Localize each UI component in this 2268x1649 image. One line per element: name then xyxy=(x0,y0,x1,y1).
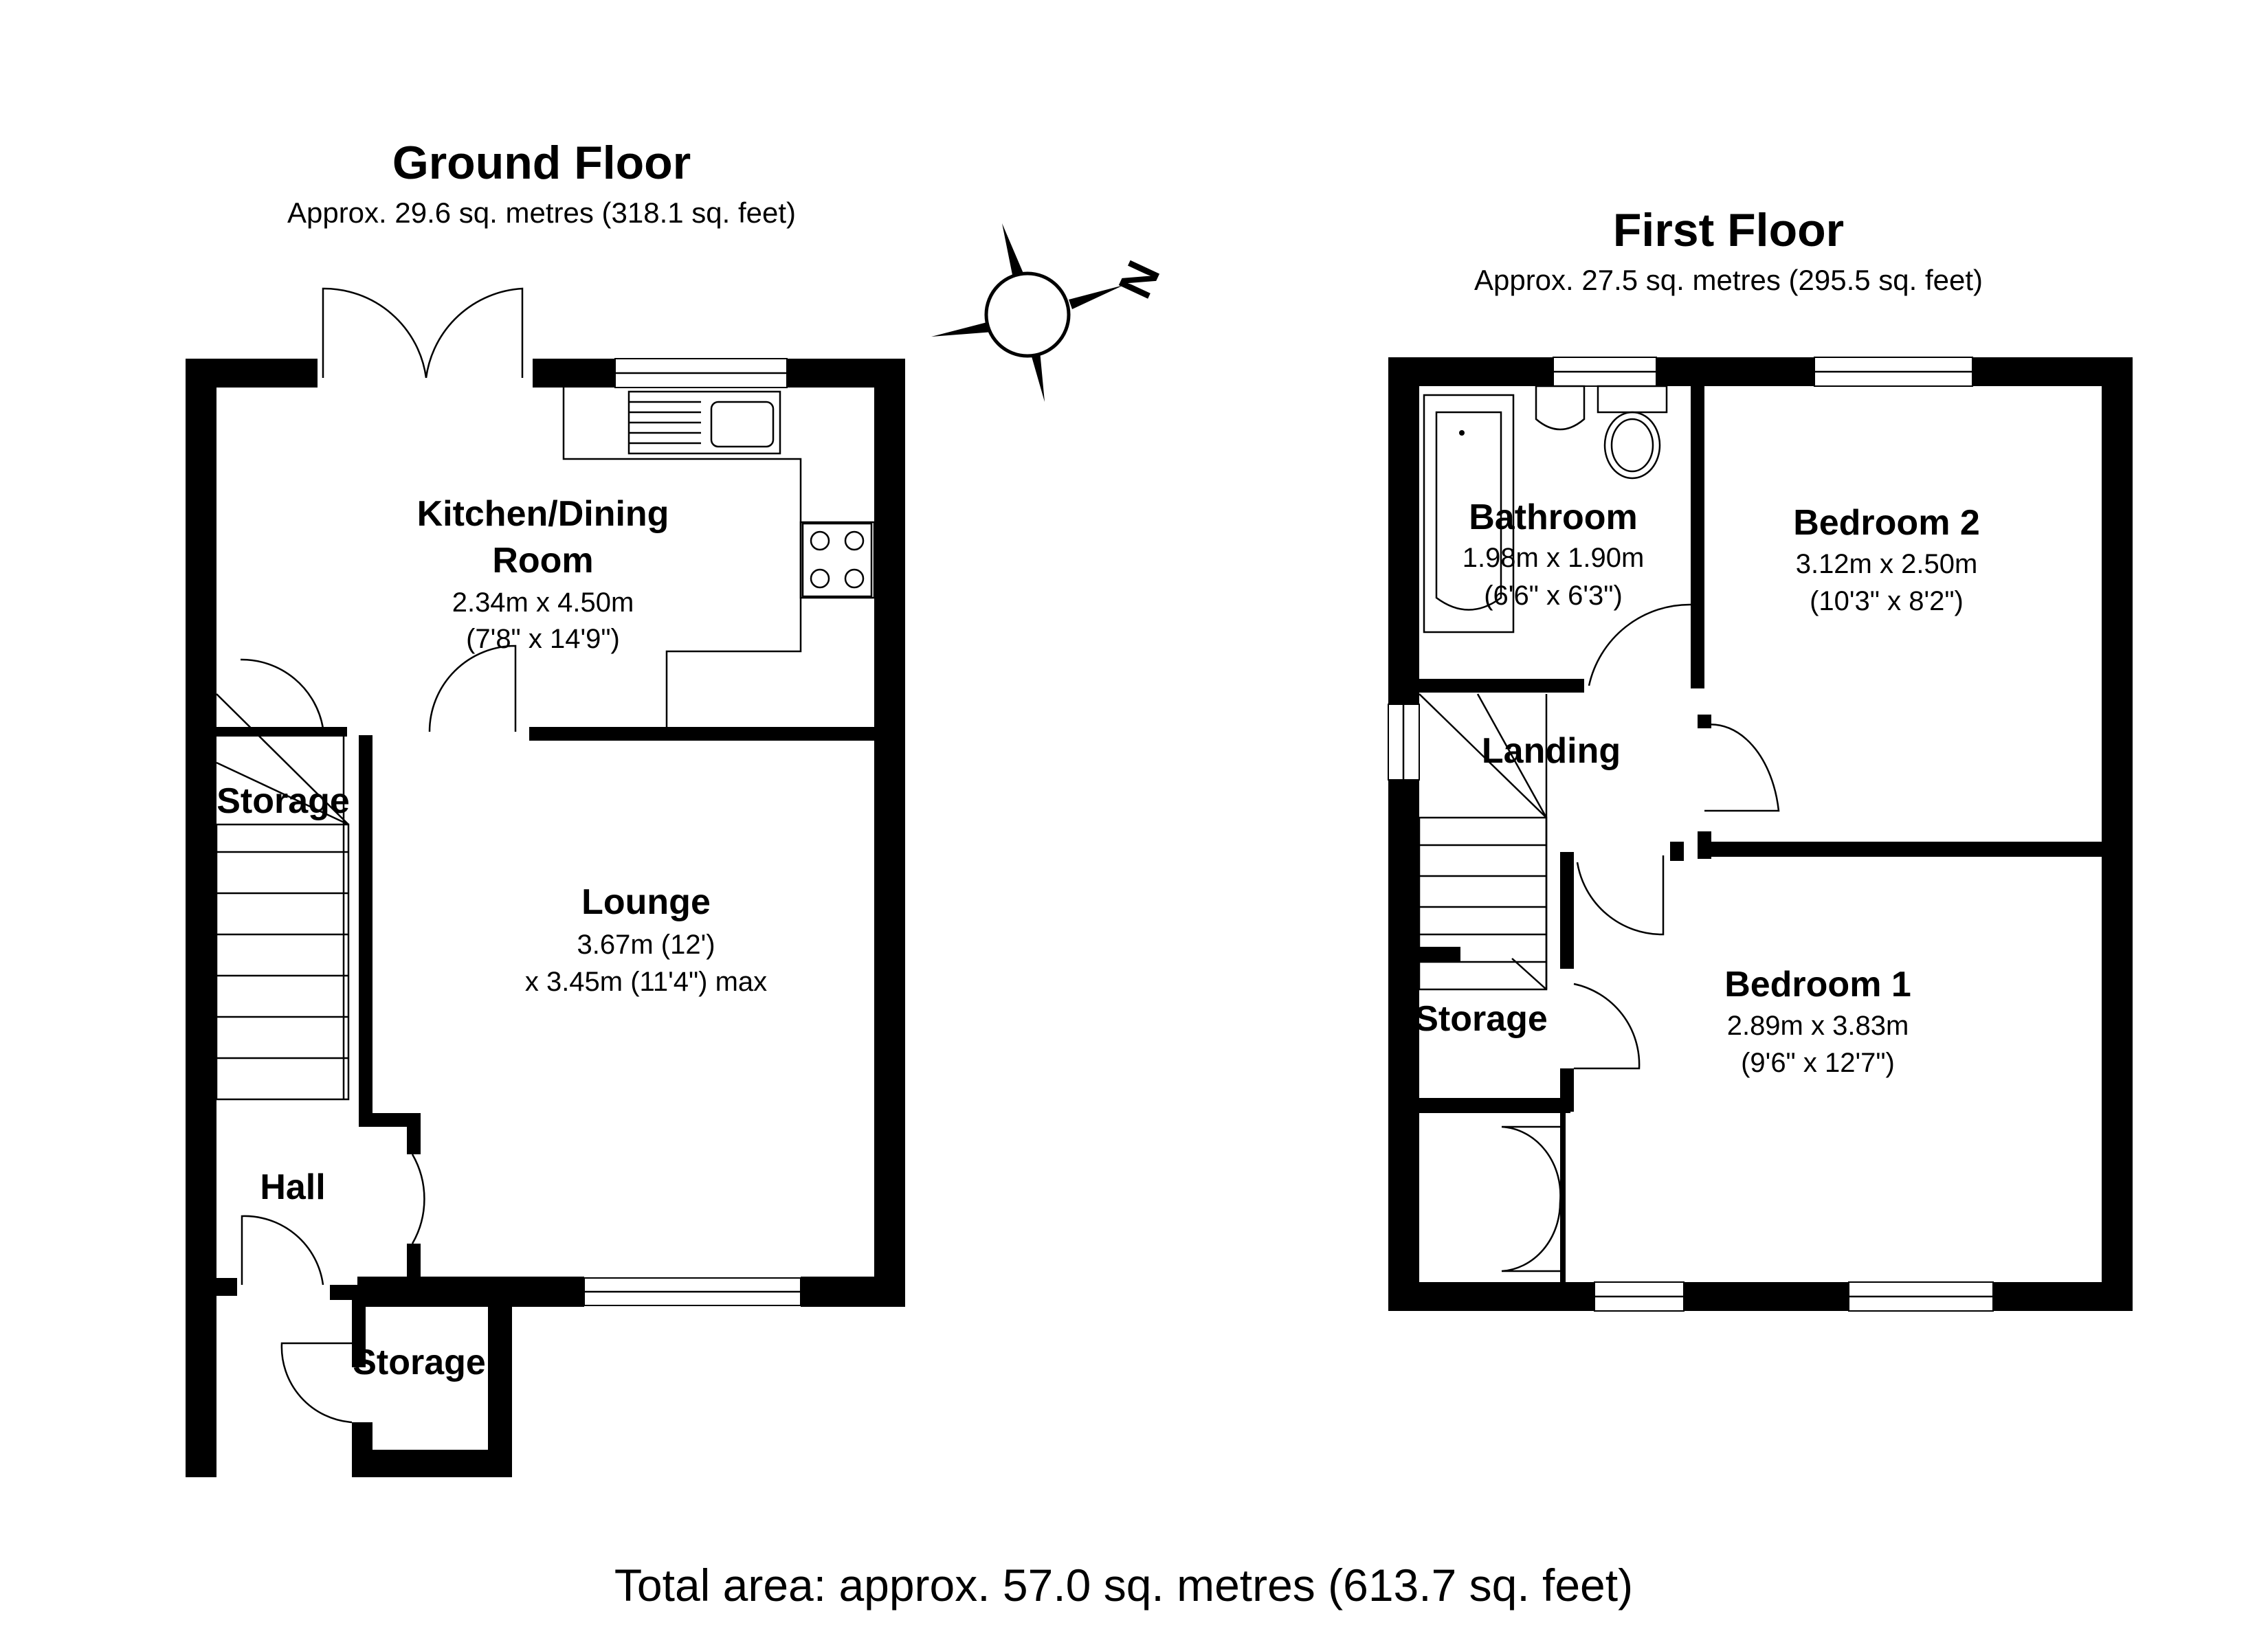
wall xyxy=(352,1422,373,1463)
wall xyxy=(1698,842,2102,857)
wall xyxy=(1656,357,1814,386)
wall xyxy=(1691,386,1704,688)
room-dimensions: 3.67m (12') xyxy=(577,930,715,960)
room-name-hall: Hall xyxy=(260,1167,325,1207)
wall xyxy=(1388,357,1553,386)
room-name-storage: Storage xyxy=(216,781,350,821)
french-doors xyxy=(322,287,524,379)
staircase xyxy=(215,693,350,1101)
wall xyxy=(352,1292,366,1367)
door-swing xyxy=(1704,723,1780,812)
wall xyxy=(1419,947,1460,962)
total-area: Total area: approx. 57.0 sq. metres (613… xyxy=(614,1560,1633,1611)
ground-floor-title: Ground Floor xyxy=(392,137,691,189)
door-swing xyxy=(1576,855,1665,936)
first-floor-plan xyxy=(1388,357,2133,1312)
wall xyxy=(1419,679,1584,693)
wall xyxy=(1698,715,1711,728)
room-dimensions: (9'6" x 12'7") xyxy=(1741,1048,1895,1078)
door-swing xyxy=(1573,983,1641,1070)
room-dimensions: 3.12m x 2.50m xyxy=(1796,549,1978,579)
wall xyxy=(407,1113,421,1154)
room-dimensions: x 3.45m (11'4") max xyxy=(525,967,767,997)
wall xyxy=(2102,357,2133,1311)
first-floor-title: First Floor xyxy=(1613,204,1844,256)
wardrobe-doors xyxy=(1501,1125,1561,1272)
wall xyxy=(1993,1282,2133,1311)
kitchen-counter-top xyxy=(799,521,876,599)
room-name-kitchen: Kitchen/Dining xyxy=(417,494,669,534)
first-floor-area: Approx. 27.5 sq. metres (295.5 sq. feet) xyxy=(1474,264,1983,296)
room-dimensions: (10'3" x 8'2") xyxy=(1810,586,1964,616)
compass-rose-icon xyxy=(931,223,1124,402)
kitchen-counter xyxy=(562,388,802,727)
wall xyxy=(216,1278,237,1296)
wall xyxy=(801,1277,905,1307)
room-name-bathroom: Bathroom xyxy=(1469,497,1638,537)
wall xyxy=(407,1244,421,1292)
wall xyxy=(488,1292,512,1477)
wall xyxy=(216,727,347,737)
room-dimensions: 1.98m x 1.90m xyxy=(1463,543,1645,573)
room-name-lounge: Lounge xyxy=(581,882,711,922)
staircase xyxy=(1418,693,1548,991)
toilet-icon xyxy=(1597,385,1668,480)
wall xyxy=(1419,1108,1570,1113)
room-dimensions: 2.34m x 4.50m xyxy=(452,587,634,618)
door-swing xyxy=(240,658,324,730)
wall xyxy=(1670,842,1684,861)
basin-icon xyxy=(1535,385,1586,431)
ground-floor-plan xyxy=(186,287,905,1477)
wall xyxy=(1560,852,1574,969)
wall xyxy=(874,359,905,1307)
room-dimensions: (6'6" x 6'3") xyxy=(1484,581,1623,611)
room-dimensions: (7'8" x 14'9") xyxy=(466,624,620,654)
wall xyxy=(186,359,318,388)
room-name-bedroom2: Bedroom 2 xyxy=(1793,503,1980,543)
room-name-bedroom1: Bedroom 1 xyxy=(1724,965,1911,1005)
wall xyxy=(1560,1108,1566,1282)
door-swing xyxy=(428,644,517,732)
wall xyxy=(357,1277,584,1307)
wall xyxy=(533,359,615,388)
wall xyxy=(1684,1282,1849,1311)
door-swing xyxy=(241,1215,324,1286)
wall xyxy=(1388,357,1419,1311)
room-dimensions: 2.89m x 3.83m xyxy=(1727,1011,1909,1041)
room-name-storage: Storage xyxy=(1414,999,1548,1039)
wall xyxy=(529,727,874,741)
wall xyxy=(359,735,373,1120)
ground-floor-area: Approx. 29.6 sq. metres (318.1 sq. feet) xyxy=(287,197,796,229)
wall xyxy=(1388,1282,1594,1311)
bath-icon xyxy=(1423,394,1515,633)
hob-icon xyxy=(801,522,873,598)
room-name-storage: Storage xyxy=(353,1343,486,1382)
room-name-landing: Landing xyxy=(1482,731,1621,771)
door-swing xyxy=(1588,603,1693,686)
wall xyxy=(186,359,216,1477)
wall xyxy=(1972,357,2133,386)
door-swing xyxy=(411,1154,425,1244)
front-door xyxy=(280,1342,353,1424)
wall xyxy=(352,1450,512,1477)
wall xyxy=(359,1113,414,1127)
room-name-kitchen: Room xyxy=(492,541,593,581)
compass-north-label: N xyxy=(1109,254,1170,306)
